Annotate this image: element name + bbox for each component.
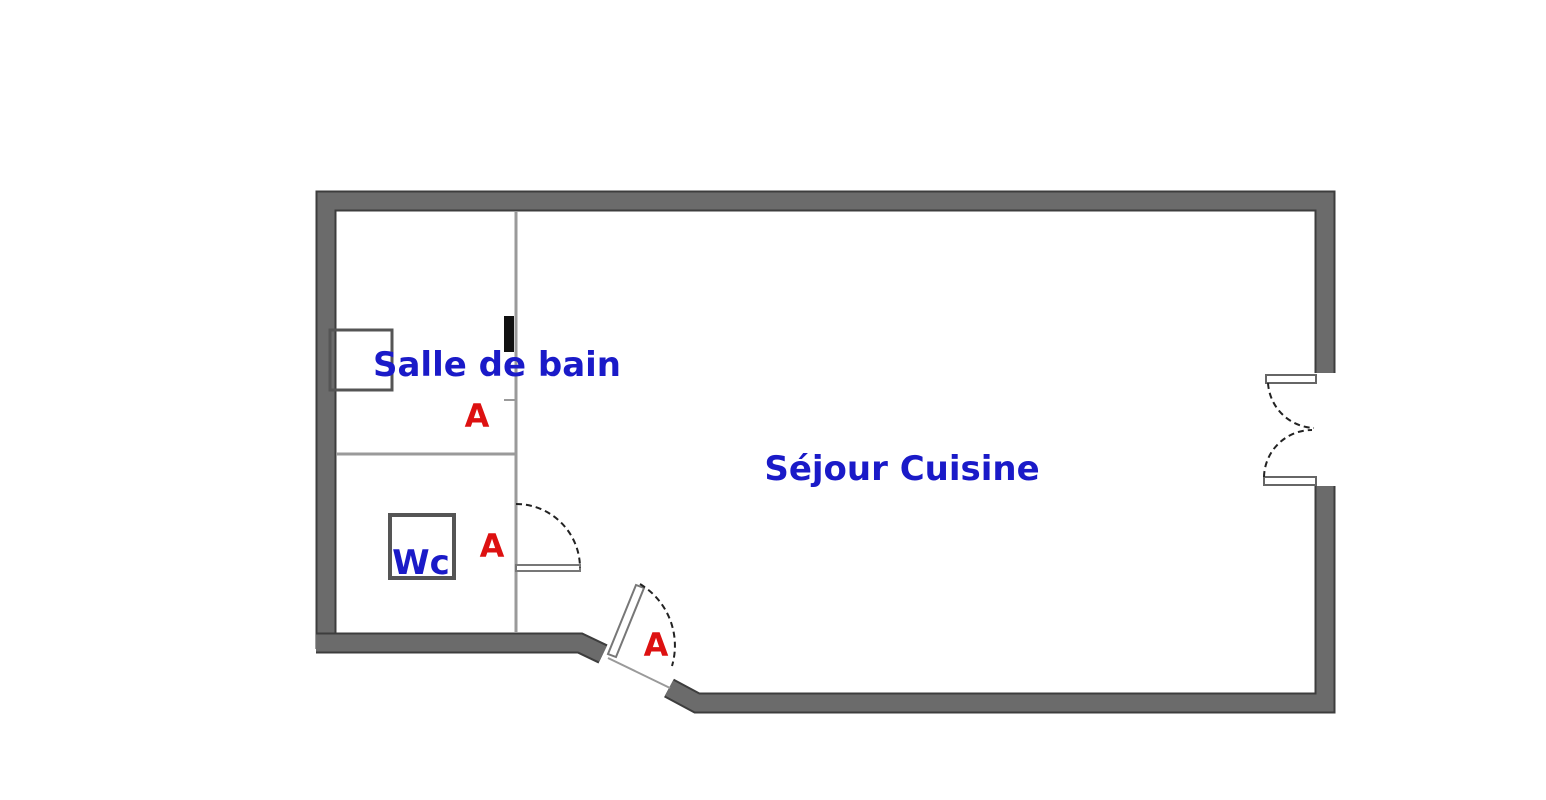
room-label-living: Séjour Cuisine (764, 449, 1039, 489)
exterior-wall-bottom-fill (664, 486, 1334, 712)
entrance-threshold (607, 657, 671, 689)
marker-entrance: A (644, 626, 669, 664)
balcony-door-arc-bottom (1263, 429, 1313, 478)
balcony-door-leaf-top (1265, 374, 1317, 384)
marker-wc-door: A (480, 527, 505, 565)
bathroom-door-jamb (504, 316, 514, 352)
room-label-bathroom: Salle de bain (373, 345, 621, 385)
balcony-door-arc-top (1267, 382, 1315, 429)
exterior-wall-bottom-left-fill (316, 634, 607, 662)
exterior-wall-fill (317, 192, 1334, 649)
bathtub-fixture (328, 328, 394, 392)
wc-door-leaf (515, 564, 581, 572)
entrance-door-swing-arc (639, 583, 676, 667)
balcony-door-leaf-bottom (1263, 476, 1317, 486)
room-label-wc: Wc (392, 543, 450, 583)
entrance-door-leaf (606, 583, 646, 659)
exterior-wall-bottom (664, 486, 1336, 714)
wc-door-swing-arc (515, 503, 581, 569)
marker-bathroom: A (465, 397, 490, 435)
wc-fixture (388, 513, 456, 580)
